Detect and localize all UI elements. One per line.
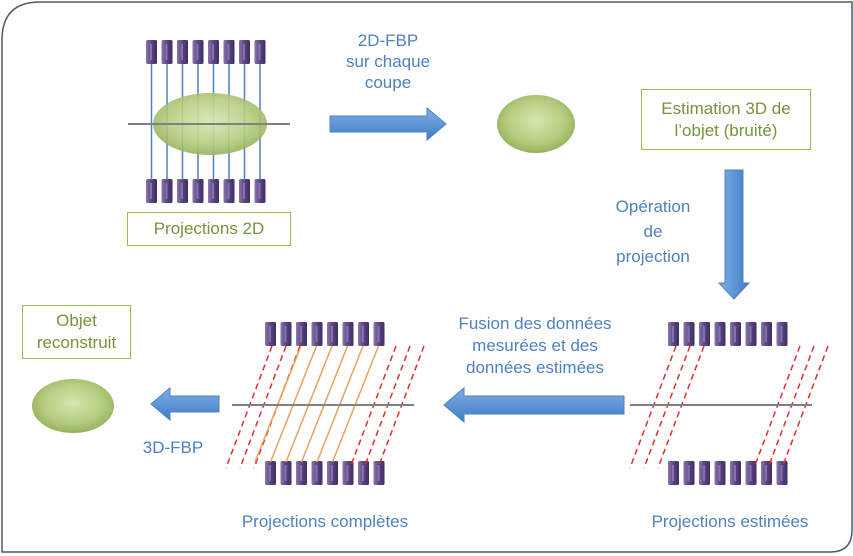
estimated-ray-right xyxy=(767,345,815,469)
estimated-ray-right-complete xyxy=(377,345,425,469)
detector-top-2d-highlight xyxy=(150,44,152,60)
detector-top-complete-highlight xyxy=(331,326,333,342)
arrow-fusion xyxy=(443,386,625,424)
detector-bottom-complete-highlight xyxy=(315,465,318,481)
detector-top-complete-highlight xyxy=(377,326,380,342)
arrow-2d-fbp xyxy=(329,106,447,142)
detector-bottom-2d-highlight xyxy=(258,183,261,199)
estimated-ray-right xyxy=(781,345,829,469)
detector-top-estimated-highlight xyxy=(703,326,705,342)
detector-top-complete-highlight xyxy=(362,326,364,342)
detector-top-estimated-highlight xyxy=(749,326,752,342)
detector-bottom-2d-highlight xyxy=(150,183,152,199)
detector-top-2d-highlight xyxy=(196,44,199,60)
detector-bottom-estimated-highlight xyxy=(780,465,783,481)
label-fusion: Fusion des données mesurées et des donné… xyxy=(458,314,612,377)
projections-2d-group xyxy=(146,40,266,203)
detector-bottom-estimated-highlight xyxy=(734,465,736,481)
detector-bottom-2d-highlight xyxy=(243,183,245,199)
detector-bottom-estimated-highlight xyxy=(687,465,690,481)
detector-top-complete-highlight xyxy=(346,326,349,342)
detector-top-2d-highlight xyxy=(212,44,214,60)
detector-top-estimated-highlight xyxy=(734,326,736,342)
detector-top-2d-highlight xyxy=(243,44,245,60)
label-estimation-3d: Estimation 3D de l’objet (bruité) xyxy=(661,98,791,140)
detector-top-2d-highlight xyxy=(181,44,183,60)
detector-bottom-estimated-highlight xyxy=(672,465,674,481)
estimated-ray-left xyxy=(629,345,677,469)
detector-bottom-estimated-highlight xyxy=(718,465,721,481)
object-ellipse-reconstructed xyxy=(32,379,114,433)
label-projection-op: Opération de projection xyxy=(615,197,691,266)
detector-bottom-complete-highlight xyxy=(269,465,271,481)
detector-top-2d-highlight xyxy=(258,44,261,60)
detector-top-estimated-highlight xyxy=(765,326,767,342)
estimated-ray-left xyxy=(643,345,691,469)
estimated-ray-right xyxy=(753,345,801,469)
detector-bottom-complete-highlight xyxy=(331,465,333,481)
detector-bottom-2d-highlight xyxy=(181,183,183,199)
detector-top-complete-highlight xyxy=(315,326,318,342)
estimated-ray-left-complete xyxy=(239,345,287,469)
label-2d-fbp: 2D-FBP sur chaque coupe xyxy=(345,31,431,92)
box-projections-2d: Projections 2D xyxy=(127,212,291,246)
detector-bottom-complete-highlight xyxy=(284,465,287,481)
detector-top-estimated-highlight xyxy=(672,326,674,342)
detector-bottom-complete-highlight xyxy=(362,465,364,481)
detector-top-complete-highlight xyxy=(284,326,287,342)
detector-top-complete-highlight xyxy=(269,326,271,342)
detector-bottom-estimated-highlight xyxy=(749,465,752,481)
object-ellipse-estimated xyxy=(497,95,575,153)
detector-top-estimated-highlight xyxy=(718,326,721,342)
detector-bottom-complete-highlight xyxy=(300,465,302,481)
detector-bottom-2d-highlight xyxy=(196,183,199,199)
estimated-ray-left xyxy=(657,345,705,469)
label-3d-fbp: 3D-FBP xyxy=(142,438,204,457)
detector-bottom-complete-highlight xyxy=(377,465,380,481)
box-objet-reconstruit: Objet reconstruit xyxy=(22,305,131,359)
label-projections-2d: Projections 2D xyxy=(153,219,265,238)
detector-top-estimated-highlight xyxy=(687,326,690,342)
label-objet-reconstruit: Objet reconstruit xyxy=(36,311,117,352)
arrow-3d-fbp xyxy=(150,386,220,422)
label-projections-estimees: Projections estimées xyxy=(651,512,809,531)
detector-bottom-2d-highlight xyxy=(165,183,168,199)
detector-top-complete-highlight xyxy=(300,326,302,342)
estimated-ray-right-complete xyxy=(363,345,411,469)
detector-bottom-estimated-highlight xyxy=(765,465,767,481)
arrow-projection-op xyxy=(717,169,751,300)
detector-top-2d-highlight xyxy=(165,44,168,60)
label-projections-completes: Projections complètes xyxy=(241,512,409,531)
estimated-ray-left-complete xyxy=(225,345,273,469)
estimated-ray-right-complete xyxy=(349,345,397,469)
detector-bottom-2d-highlight xyxy=(227,183,230,199)
detector-bottom-estimated-highlight xyxy=(703,465,705,481)
detector-bottom-2d-highlight xyxy=(212,183,214,199)
detector-top-estimated-highlight xyxy=(780,326,783,342)
box-estimation-3d: Estimation 3D de l’objet (bruité) xyxy=(641,89,811,150)
detector-top-2d-highlight xyxy=(227,44,230,60)
detector-bottom-complete-highlight xyxy=(346,465,349,481)
projections-estimees-group xyxy=(629,322,829,485)
